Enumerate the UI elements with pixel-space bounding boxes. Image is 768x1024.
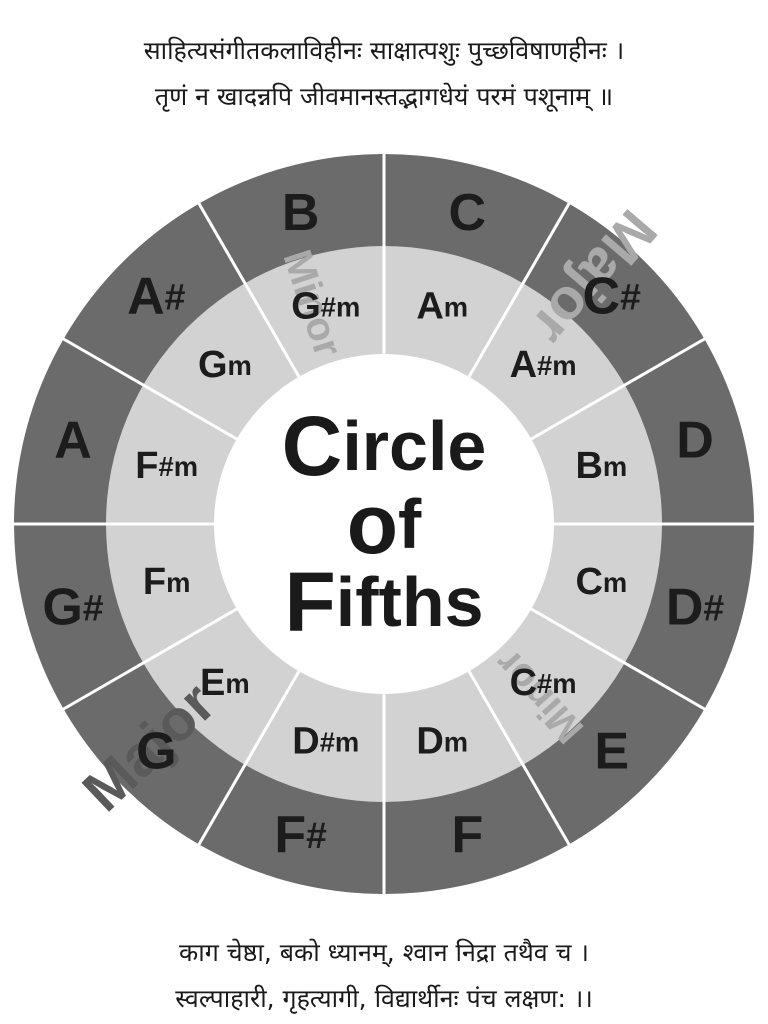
top-verse: साहित्यसंगीतकलाविहीनः साक्षात्पशुः पुच्छ… — [0, 28, 768, 120]
center-title-word: Fifths — [284, 555, 483, 649]
top-verse-line-1: साहित्यसंगीतकलाविहीनः साक्षात्पशुः पुच्छ… — [143, 36, 625, 65]
segment-divider — [467, 201, 572, 378]
major-key-label: F — [451, 806, 483, 864]
minor-key-label: C#m — [510, 662, 577, 704]
segment-divider — [530, 607, 707, 712]
major-key-label: G — [136, 723, 176, 781]
segment-divider — [61, 336, 238, 441]
bottom-verse-line-2: स्वल्पाहारी, गृहत्यागी, विद्यार्थीनः पंच… — [175, 984, 593, 1013]
minor-key-label: Dm — [416, 720, 468, 762]
center-title-word: Circle — [282, 399, 487, 493]
bottom-verse: काग चेष्ठा, बको ध्यानम्, श्वान निद्रा तथ… — [0, 930, 768, 1022]
major-key-label: G# — [42, 578, 103, 636]
minor-key-label: A#m — [510, 344, 577, 386]
bottom-verse-line-1: काग चेष्ठा, बको ध्यानम्, श्वान निद्रा तथ… — [179, 938, 589, 967]
center-disc — [214, 354, 554, 694]
major-key-label: A# — [127, 267, 186, 325]
major-key-label: A — [54, 412, 92, 470]
segment-divider — [196, 201, 301, 378]
major-key-label: F# — [274, 806, 327, 864]
top-verse-line-2: तृणं न खादन्नपि जीवमानस्तद्भागधेयं परमं … — [154, 82, 614, 111]
minor-key-label: Cm — [575, 561, 627, 603]
major-key-label: E — [594, 723, 629, 781]
major-key-label: C# — [583, 267, 642, 325]
center-title-word: of — [347, 477, 422, 571]
segment-divider — [61, 607, 238, 712]
minor-key-label: F#m — [135, 445, 198, 487]
minor-key-label: Am — [416, 286, 468, 328]
major-key-label: D# — [666, 578, 725, 636]
minor-key-label: G#m — [291, 286, 360, 328]
minor-key-label: Em — [200, 662, 250, 704]
major-key-label: D — [676, 412, 714, 470]
major-key-label: B — [282, 184, 320, 242]
segment-divider — [467, 670, 572, 847]
minor-key-label: D#m — [292, 720, 359, 762]
major-key-label: C — [449, 184, 487, 242]
segment-dividers — [12, 152, 756, 896]
minor-key-label: Gm — [198, 344, 252, 386]
major-key-labels: C C# D D# E F F# G G# A A# B — [42, 184, 724, 864]
segment-divider — [196, 670, 301, 847]
segment-divider — [530, 336, 707, 441]
minor-key-label: Fm — [143, 561, 191, 603]
minor-key-label: Bm — [575, 445, 627, 487]
